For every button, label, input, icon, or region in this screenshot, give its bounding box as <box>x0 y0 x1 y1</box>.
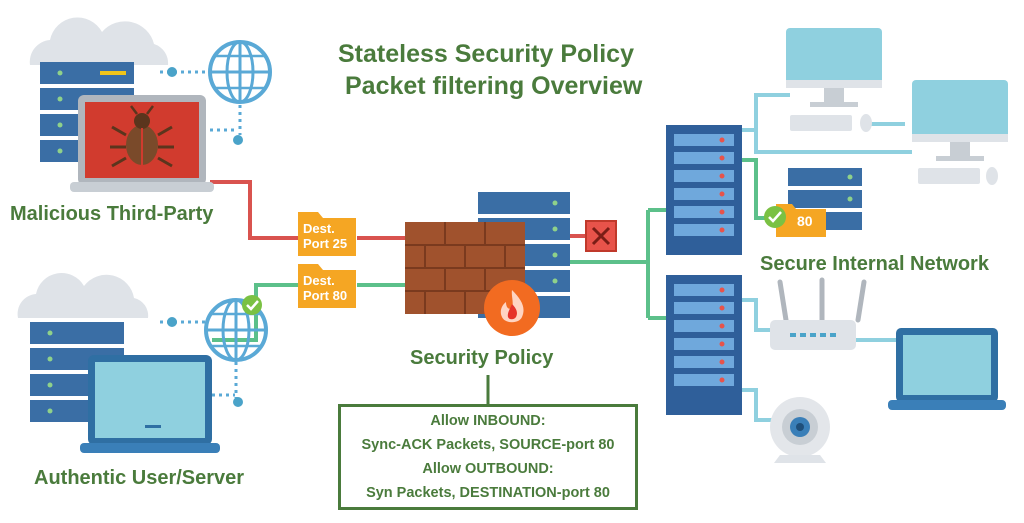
policy-rule-line: Sync-ACK Packets, SOURCE-port 80 <box>361 437 615 453</box>
packet-folder-port-80 <box>298 264 356 308</box>
laptop-icon <box>80 355 220 453</box>
laptop-icon <box>888 328 1006 410</box>
packet-port-25-line1: Dest. <box>303 221 335 236</box>
desktop-monitor-icon <box>912 80 1008 185</box>
server-tower-icon <box>666 275 742 415</box>
check-badge-icon <box>242 295 262 315</box>
diagram-title: Stateless Security Policy <box>338 40 634 68</box>
network-dots <box>160 67 243 145</box>
packet-folder-port-25 <box>298 212 356 256</box>
network-dots <box>160 317 243 407</box>
packet-port-80-label: Dest. Port 80 <box>303 273 347 303</box>
packet-port-25-label: Dest. Port 25 <box>303 221 347 251</box>
cloud-icon <box>17 273 149 318</box>
fire-icon <box>484 280 540 336</box>
malicious-link <box>210 180 408 240</box>
webcam-icon <box>770 397 830 463</box>
desktop-monitor-icon <box>786 28 882 132</box>
check-badge-icon <box>764 206 786 228</box>
bug-icon <box>110 105 174 168</box>
authentic-user-label: Authentic User/Server <box>34 467 245 489</box>
security-policy-heading: Security Policy <box>410 347 554 369</box>
security-policy-rules-box: Allow INBOUND: Sync-ACK Packets, SOURCE-… <box>338 404 638 510</box>
packet-port-25-line2: Port 25 <box>303 236 348 251</box>
globe-icon <box>204 298 268 362</box>
server-tower-icon <box>666 125 742 255</box>
packet-port-80-line2: Port 80 <box>303 288 348 303</box>
secure-internal-network-label: Secure Internal Network <box>760 253 989 275</box>
blocked-x-icon <box>585 220 617 252</box>
malicious-third-party-label: Malicious Third-Party <box>10 203 214 225</box>
packet-folder-internal <box>776 204 826 237</box>
policy-rule-line: Allow INBOUND: <box>430 413 546 429</box>
cloud-icon <box>29 17 169 65</box>
policy-rule-line: Allow OUTBOUND: <box>422 461 554 477</box>
globe-icon <box>208 40 272 104</box>
internal-packet-label: 80 <box>797 213 813 229</box>
policy-rule-line: Syn Packets, DESTINATION-port 80 <box>366 485 610 501</box>
router-icon <box>770 277 867 350</box>
packet-port-80-line1: Dest. <box>303 273 335 288</box>
diagram-subtitle: Packet filtering Overview <box>345 72 643 100</box>
